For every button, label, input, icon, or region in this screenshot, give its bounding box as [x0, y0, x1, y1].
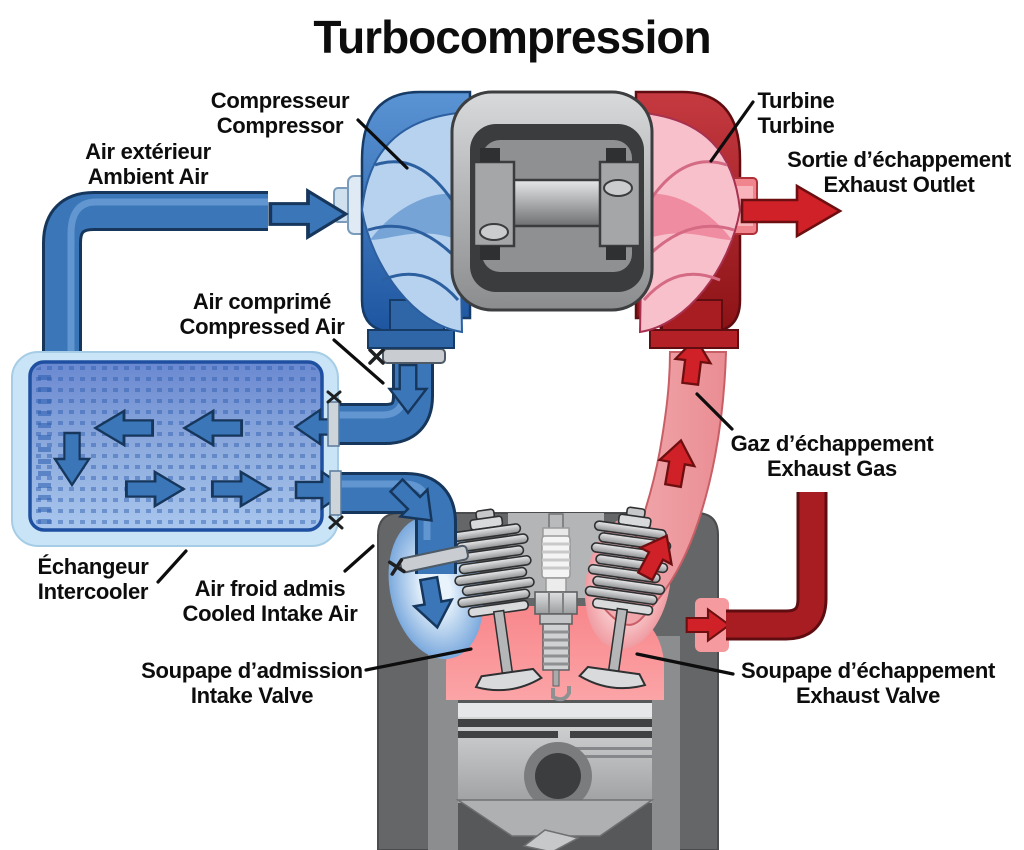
label-compressor-fr: Compresseur — [210, 88, 350, 113]
bearing-housing — [450, 90, 654, 312]
label-turbine-fr: Turbine — [757, 88, 835, 113]
compressor-flange — [367, 329, 455, 349]
compressor-impeller — [360, 111, 464, 334]
label-cooled-intake-air: Air froid admis Cooled Intake Air — [150, 576, 390, 626]
label-turbine: Turbine Turbine — [716, 88, 876, 138]
label-exhaust-outlet-en: Exhaust Outlet — [823, 172, 975, 198]
label-exhaust-gas-en: Exhaust Gas — [767, 456, 897, 482]
wrist-pin — [535, 753, 581, 799]
label-exhaust-valve-fr: Soupape d’échappement — [740, 658, 996, 683]
label-exhaust-valve-en: Exhaust Valve — [795, 683, 941, 709]
label-ambient-air: Air extérieur Ambient Air — [38, 139, 258, 189]
leader-intake-valve — [364, 647, 473, 672]
label-intercooler: Échangeur Intercooler — [12, 554, 174, 604]
port-bolt-icon — [326, 390, 342, 404]
piston — [455, 703, 655, 850]
leader-intercooler — [156, 549, 188, 584]
leader-compressed-air — [332, 338, 385, 385]
intercooler-outlet-band — [329, 470, 342, 516]
label-exhaust-outlet: Sortie d’échappement Exhaust Outlet — [774, 147, 1024, 197]
label-compressed-air-en: Compressed Air — [179, 314, 345, 340]
turbine-inlet-flange — [649, 329, 739, 349]
cooled-air-pipe — [328, 470, 469, 632]
label-exhaust-valve: Soupape d’échappement Exhaust Valve — [734, 658, 1002, 708]
intercooler-fins — [34, 370, 54, 524]
leader-turbine — [709, 100, 755, 163]
clamp-bolt-icon — [368, 348, 385, 365]
leader-exhaust-gas — [695, 392, 734, 431]
intercooler-inlet-band — [327, 401, 340, 447]
hose-clamp — [387, 544, 469, 576]
label-cooled-intake-air-en: Cooled Intake Air — [182, 601, 358, 627]
exhaust-outlet-arrow-icon — [740, 183, 843, 239]
label-intercooler-en: Intercooler — [37, 579, 149, 605]
label-intake-valve: Soupape d’admission Intake Valve — [122, 658, 382, 708]
ambient-air-pipe — [42, 191, 268, 368]
label-exhaust-gas-fr: Gaz d’échappement — [730, 431, 934, 456]
hose-clamp — [382, 348, 446, 364]
label-intercooler-fr: Échangeur — [37, 554, 149, 579]
bearing-right — [598, 160, 642, 248]
label-turbine-en: Turbine — [757, 113, 835, 139]
label-compressor-en: Compressor — [216, 113, 344, 139]
label-exhaust-gas: Gaz d’échappement Exhaust Gas — [712, 431, 952, 481]
label-compressed-air-fr: Air comprimé — [192, 289, 332, 314]
label-compressed-air: Air comprimé Compressed Air — [142, 289, 382, 339]
intercooler — [11, 351, 350, 547]
spark-plug — [534, 513, 578, 702]
leader-exhaust-valve — [635, 652, 735, 676]
port-bolt-icon — [328, 515, 344, 530]
label-cooled-intake-air-fr: Air froid admis — [194, 576, 346, 601]
label-intake-valve-en: Intake Valve — [190, 683, 314, 709]
label-intake-valve-fr: Soupape d’admission — [141, 658, 363, 683]
leader-cooled-intake-air — [343, 544, 375, 573]
connecting-rod — [522, 829, 581, 850]
leader-lines — [156, 100, 755, 676]
label-ambient-air-en: Ambient Air — [87, 164, 209, 190]
leader-compressor — [356, 118, 409, 170]
label-ambient-air-fr: Air extérieur — [85, 139, 211, 164]
page-title: Turbocompression — [313, 11, 711, 63]
exhaust-elbow-pipe — [726, 492, 828, 641]
compressed-air-pipe — [326, 348, 446, 447]
label-compressor: Compresseur Compressor — [160, 88, 400, 138]
label-exhaust-outlet-fr: Sortie d’échappement — [787, 147, 1011, 172]
